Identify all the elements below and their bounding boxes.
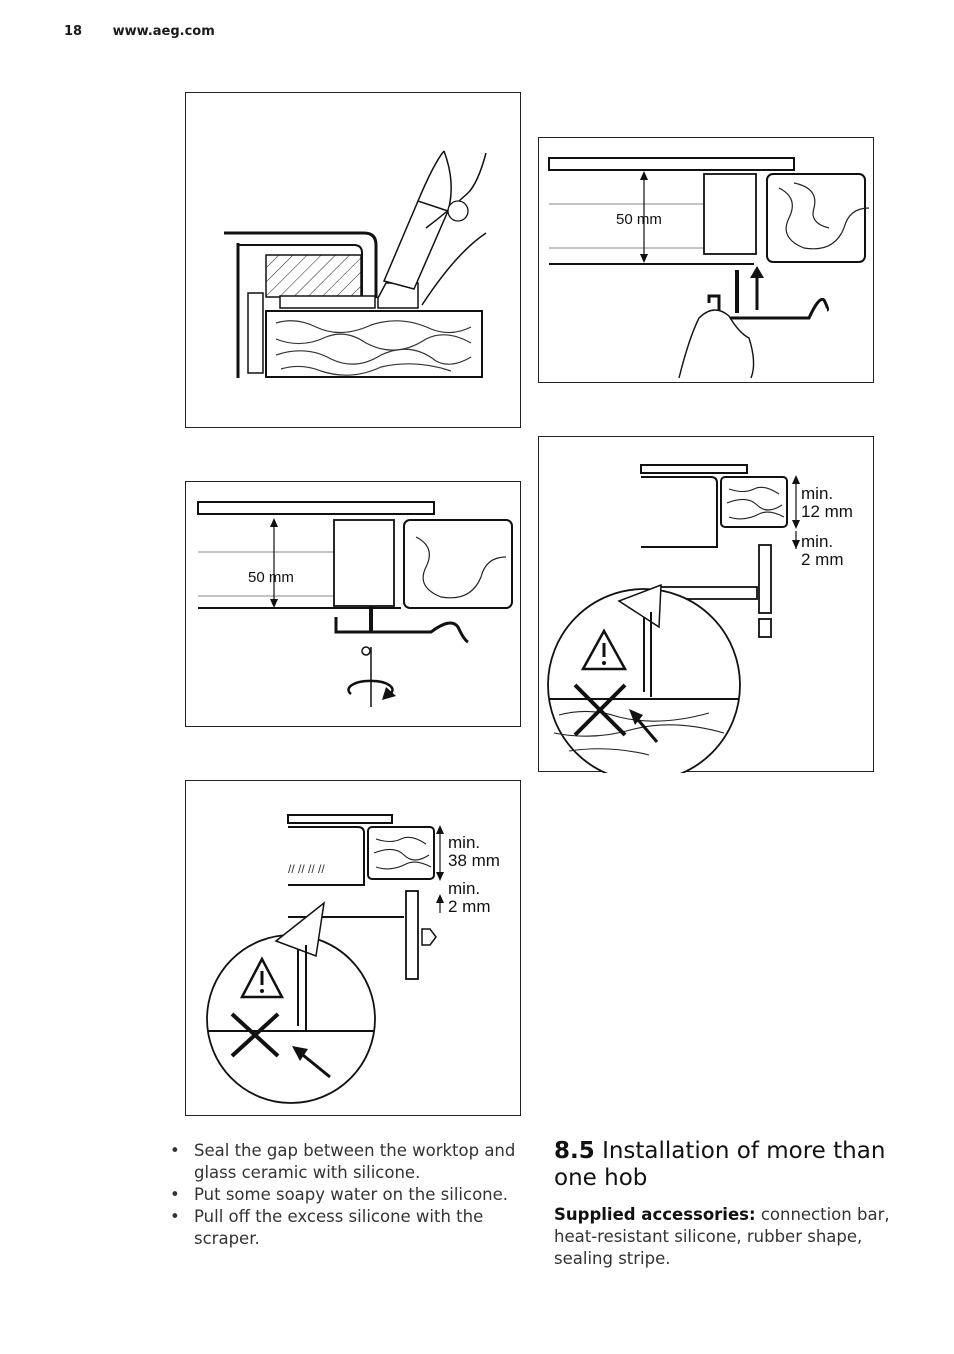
figure-clamp-tighten: 50 mm — [185, 481, 521, 727]
silicone-scraper-illustration — [224, 150, 487, 378]
sealing-marks: // // // // — [288, 862, 325, 876]
supplied-text: connection bar, heat-resistant silicone,… — [554, 1205, 890, 1268]
instruction-item: Put some soapy water on the silicone. — [170, 1184, 530, 1206]
page-header: 18 www.aeg.com — [64, 24, 215, 39]
section-heading: 8.5 Installation of more than one hob — [554, 1138, 904, 1192]
section-8-5: 8.5 Installation of more than one hob Su… — [554, 1138, 904, 1270]
gap-label-2: 2 mm — [448, 897, 491, 916]
worktop-thick-illustration: // // // // min. 38 mm min. 2 mm — [206, 814, 500, 1104]
figure-clamp-insert: 50 mm — [538, 137, 874, 383]
min-label-1: min. — [801, 484, 833, 503]
supplied-accessories: Supplied accessories: connection bar, he… — [554, 1204, 904, 1270]
clamp-insert-illustration: 50 mm — [548, 157, 870, 379]
instruction-item: Seal the gap between the worktop and gla… — [170, 1140, 530, 1184]
section-title: Installation of more than one hob — [554, 1138, 886, 1191]
supplied-label: Supplied accessories: — [554, 1205, 756, 1224]
gap-label-2: 2 mm — [801, 550, 844, 569]
figure-silicone-scraper — [185, 92, 521, 428]
min-label-1: min. — [448, 833, 480, 852]
website-url: www.aeg.com — [112, 24, 215, 39]
figure-worktop-thick: // // // // min. 38 mm min. 2 mm — [185, 780, 521, 1116]
min-label-2: min. — [801, 532, 833, 551]
figure-worktop-thin: min. 12 mm min. 2 mm — [538, 436, 874, 773]
section-number: 8.5 — [554, 1138, 595, 1164]
worktop-thin-illustration: min. 12 mm min. 2 mm — [547, 464, 853, 773]
min-label-2: min. — [448, 879, 480, 898]
instruction-list: Seal the gap between the worktop and gla… — [170, 1140, 530, 1250]
dimension-label: 50 mm — [248, 569, 294, 586]
page-number: 18 — [64, 24, 83, 39]
thickness-label-1: 38 mm — [448, 851, 500, 870]
clamp-tighten-illustration: 50 mm — [197, 501, 513, 707]
thickness-label-1: 12 mm — [801, 502, 853, 521]
instruction-item: Pull off the excess silicone with the sc… — [170, 1206, 530, 1250]
dimension-label: 50 mm — [616, 211, 662, 228]
